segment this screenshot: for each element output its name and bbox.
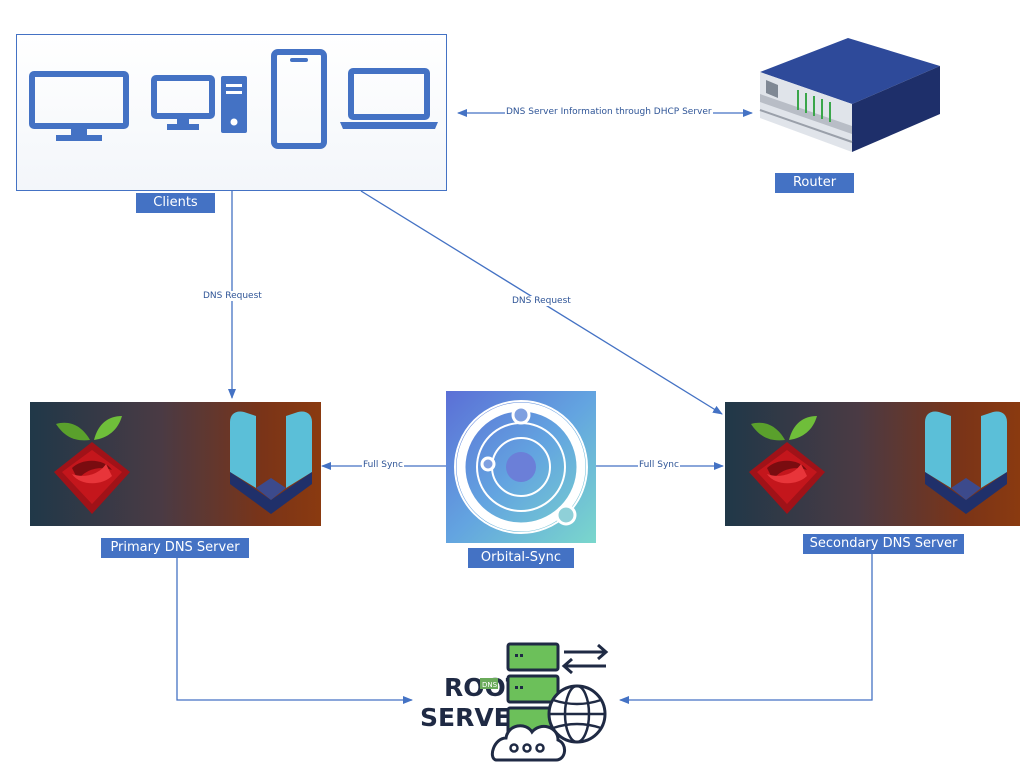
- primary-dns-panel: [30, 402, 321, 526]
- edge-label-dns-request-primary: DNS Request: [202, 291, 263, 301]
- secondary-dns-panel: [725, 402, 1020, 526]
- edge-secondary-root-line: [619, 554, 873, 704]
- root-server-icon: ROOT SERVER DNS: [420, 642, 609, 762]
- desktop-tower-icon: [151, 75, 247, 133]
- orbital-sync-icon: [454, 400, 588, 534]
- smartphone-icon: [271, 49, 327, 149]
- edge-label-full-sync-left: Full Sync: [362, 460, 404, 470]
- edge-label-dhcp: DNS Server Information through DHCP Serv…: [505, 107, 713, 117]
- pihole-icon: [54, 416, 130, 514]
- laptop-icon: [340, 68, 438, 129]
- pihole-icon: [749, 416, 825, 514]
- clients-label: Clients: [136, 193, 215, 213]
- edge-label-dns-request-secondary: DNS Request: [511, 296, 572, 306]
- edge-primary-root-line: [176, 556, 413, 704]
- root-logo-tag: DNS: [482, 681, 498, 689]
- server-shield-icon: [925, 411, 1007, 514]
- orbital-sync-panel: [446, 391, 596, 543]
- orbital-sync-label: Orbital-Sync: [468, 548, 574, 568]
- edge-label-full-sync-right: Full Sync: [638, 460, 680, 470]
- secondary-dns-label: Secondary DNS Server: [803, 534, 964, 554]
- monitor-icon: [29, 71, 129, 141]
- router-label: Router: [775, 173, 854, 193]
- server-shield-icon: [230, 411, 312, 514]
- router-icon: [759, 38, 940, 152]
- primary-dns-label: Primary DNS Server: [101, 538, 249, 558]
- clients-box: [16, 34, 447, 191]
